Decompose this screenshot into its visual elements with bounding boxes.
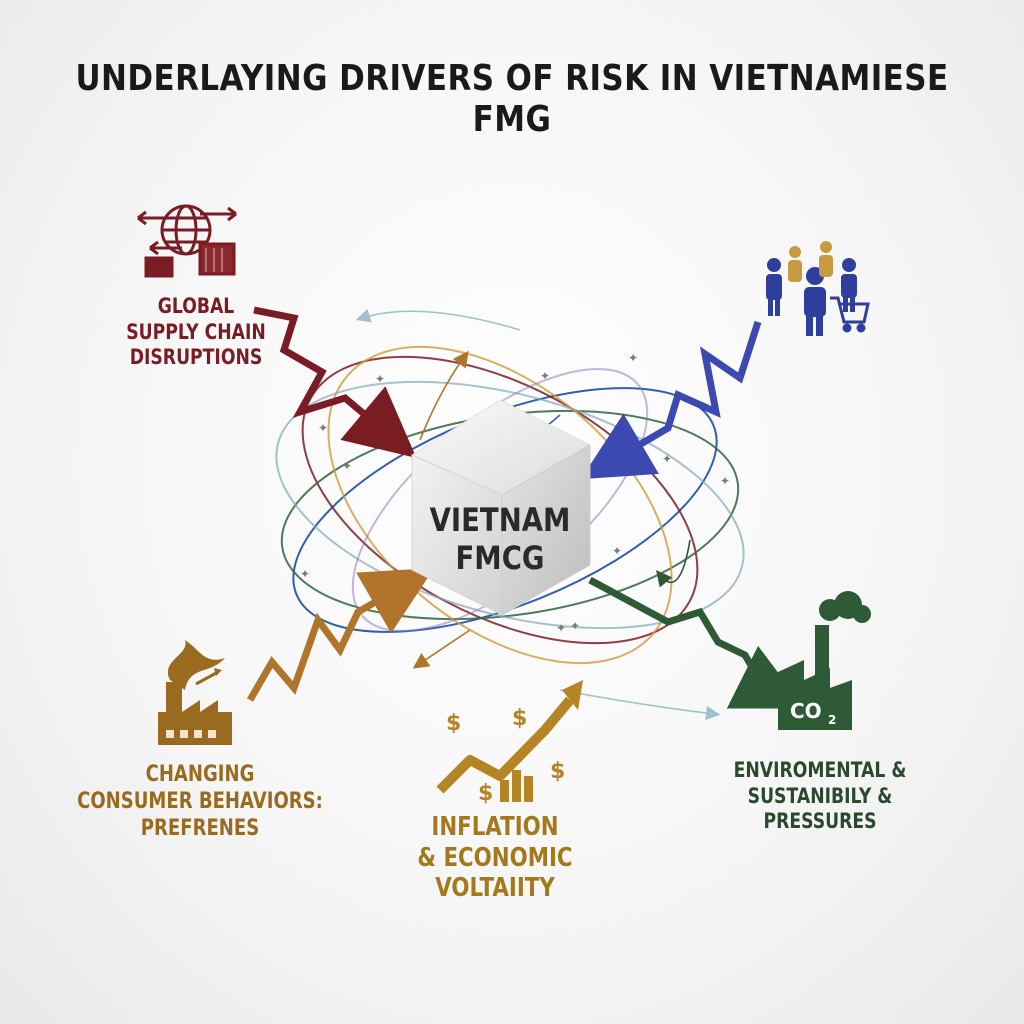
label-line: & ECONOMIC — [417, 842, 573, 873]
rising-dollar-chart-icon: $ $ $ $ — [436, 680, 583, 806]
label-line: ENVIROMENTAL & — [733, 758, 907, 782]
co2-factory-icon: CO 2 — [778, 591, 871, 730]
center-label-line: FMCG — [455, 538, 545, 577]
label-line: SUSTANIBILY & — [747, 783, 893, 808]
svg-text:✦: ✦ — [318, 421, 328, 435]
label-line: SUPPLY CHAIN — [126, 319, 266, 344]
page-title: UNDERLAYING DRIVERS OF RISK IN VIETNAMIE… — [75, 58, 949, 140]
factory-icon — [158, 640, 232, 745]
label-line: DISRUPTIONS — [129, 345, 263, 370]
svg-text:$: $ — [478, 781, 493, 806]
label-line: INFLATION — [431, 812, 559, 842]
co2-badge-sub: 2 — [828, 713, 836, 727]
center-cube — [410, 399, 592, 616]
label-line: VOLTAIITY — [435, 873, 555, 904]
people-shopping-cart-icon — [766, 241, 870, 336]
label-line: CHANGING — [145, 762, 255, 787]
svg-text:$: $ — [550, 759, 565, 784]
svg-text:$: $ — [512, 706, 527, 731]
svg-text:✦: ✦ — [342, 459, 352, 473]
svg-text:✦: ✦ — [628, 351, 638, 365]
environment-arrow — [588, 576, 806, 709]
svg-text:✦: ✦ — [662, 452, 672, 466]
svg-text:✦: ✦ — [375, 372, 385, 386]
inflation-label: INFLATION & ECONOMIC VOLTAIITY — [413, 812, 577, 904]
sparkles: ✦ ✦ ✦ ✦ ✦ ✦ ✦ ✦ ✦ ✦ ✦ — [300, 351, 730, 635]
label-line: PRESSURES — [763, 809, 877, 834]
svg-text:$: $ — [446, 711, 461, 736]
svg-text:✦: ✦ — [540, 369, 550, 383]
svg-text:✦: ✦ — [612, 544, 622, 558]
supply-chain-arrow — [253, 306, 417, 459]
svg-text:✦: ✦ — [300, 567, 310, 581]
svg-text:✦: ✦ — [720, 474, 730, 488]
center-label: VIETNAM FMCG — [418, 501, 581, 578]
label-line: PREFRENES — [140, 815, 260, 841]
consumer-label: CHANGING CONSUMER BEHAVIORS: PREFRENES — [77, 762, 323, 842]
svg-text:✦: ✦ — [556, 621, 566, 635]
consumer-arrow — [246, 568, 435, 702]
center-label-line: VIETNAM — [429, 501, 571, 539]
globe-shipping-containers-icon — [137, 204, 237, 278]
environment-label: ENVIROMENTAL & SUSTANIBILY & PRESSURES — [722, 758, 919, 835]
label-line: CONSUMER BEHAVIORS: — [77, 788, 323, 814]
svg-text:✦: ✦ — [570, 619, 580, 633]
co2-badge-text: CO — [790, 699, 822, 723]
orbit-teal — [275, 380, 745, 630]
people-arrow — [580, 320, 762, 480]
supply-chain-label: GLOBAL SUPPLY CHAIN DISRUPTIONS — [114, 294, 278, 371]
label-line: GLOBAL — [157, 294, 235, 318]
